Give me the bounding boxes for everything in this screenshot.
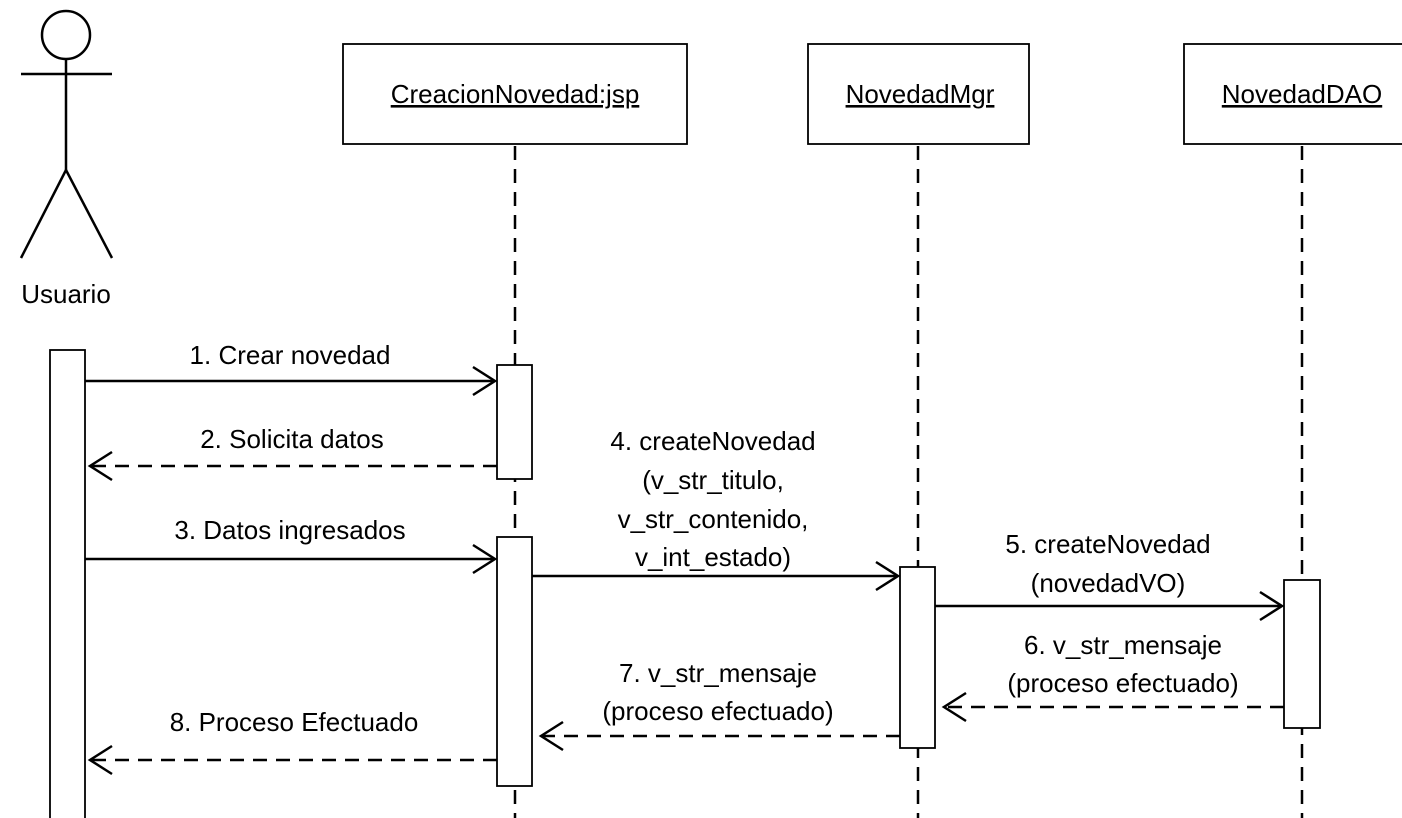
message-5-label-line-1: 5. createNovedad: [1005, 529, 1210, 559]
activation-bar-dao: [1283, 579, 1321, 729]
message-6-label-line-1: 6. v_str_mensaje: [1024, 630, 1222, 660]
message-1-label: 1. Crear novedad: [190, 340, 391, 370]
activation-bar-mgr: [899, 566, 936, 749]
message-8-arrowhead: [87, 744, 113, 776]
message-4-label-line-2: (v_str_titulo,: [642, 465, 784, 495]
message-7-label-line-1: 7. v_str_mensaje: [619, 658, 817, 688]
message-1-arrowhead: [472, 365, 498, 397]
message-7-arrowhead: [538, 720, 564, 752]
message-2-label: 2. Solicita datos: [200, 424, 384, 454]
message-6-arrowhead: [941, 691, 967, 723]
participant-box-mgr: [807, 43, 1030, 145]
message-4-arrowhead: [875, 560, 901, 592]
message-4-label-line-4: v_int_estado): [635, 542, 791, 572]
message-3-label: 3. Datos ingresados: [174, 515, 405, 545]
activation-bar-jsp-1: [496, 364, 533, 480]
message-3-arrowhead: [472, 543, 498, 575]
participant-label-dao: NovedadDAO: [1222, 79, 1382, 109]
message-6-label-line-2: (proceso efectuado): [1007, 668, 1238, 698]
actor-left-leg: [19, 169, 68, 259]
message-2-arrowhead: [87, 450, 113, 482]
message-4-label-line-1: 4. createNovedad: [610, 426, 815, 456]
actor-right-leg: [64, 169, 114, 259]
participant-label-jsp: CreacionNovedad:jsp: [391, 79, 640, 109]
activation-bar-usuario: [49, 349, 86, 818]
message-5-arrowhead: [1259, 590, 1285, 622]
actor-figure: [19, 9, 114, 259]
message-5-label-line-2: (novedadVO): [1031, 568, 1186, 598]
activation-bar-jsp-2: [496, 536, 533, 787]
message-7-label-line-2: (proceso efectuado): [602, 696, 833, 726]
participant-box-dao: [1183, 43, 1402, 145]
message-8-label: 8. Proceso Efectuado: [170, 707, 419, 737]
actor-label: Usuario: [21, 279, 111, 309]
message-4-label-line-3: v_str_contenido,: [618, 504, 809, 534]
actor-head: [40, 9, 92, 61]
participant-box-jsp: [342, 43, 688, 145]
participant-label-mgr: NovedadMgr: [846, 79, 995, 109]
